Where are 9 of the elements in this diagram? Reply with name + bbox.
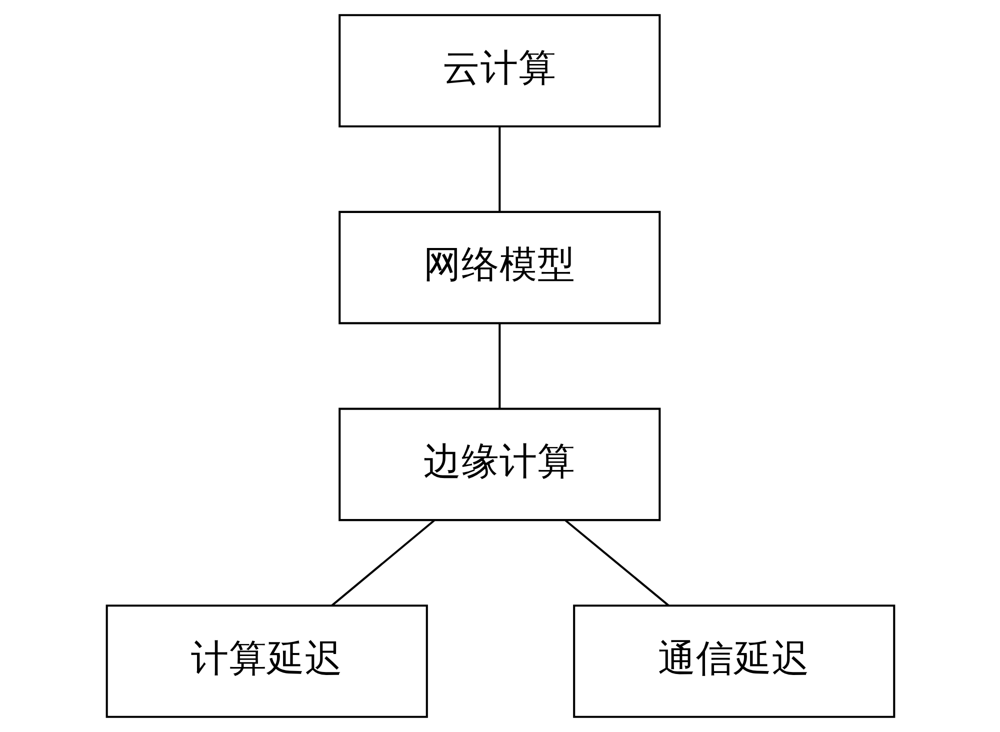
node-box: 云计算 xyxy=(338,14,660,128)
node-box: 计算延迟 xyxy=(105,604,428,718)
connector xyxy=(498,126,500,212)
node-box: 通信延迟 xyxy=(572,604,895,718)
node-box: 边缘计算 xyxy=(338,408,660,522)
node-box: 网络模型 xyxy=(338,210,660,324)
connector xyxy=(498,324,500,409)
connector xyxy=(564,520,669,606)
connector xyxy=(330,520,434,606)
